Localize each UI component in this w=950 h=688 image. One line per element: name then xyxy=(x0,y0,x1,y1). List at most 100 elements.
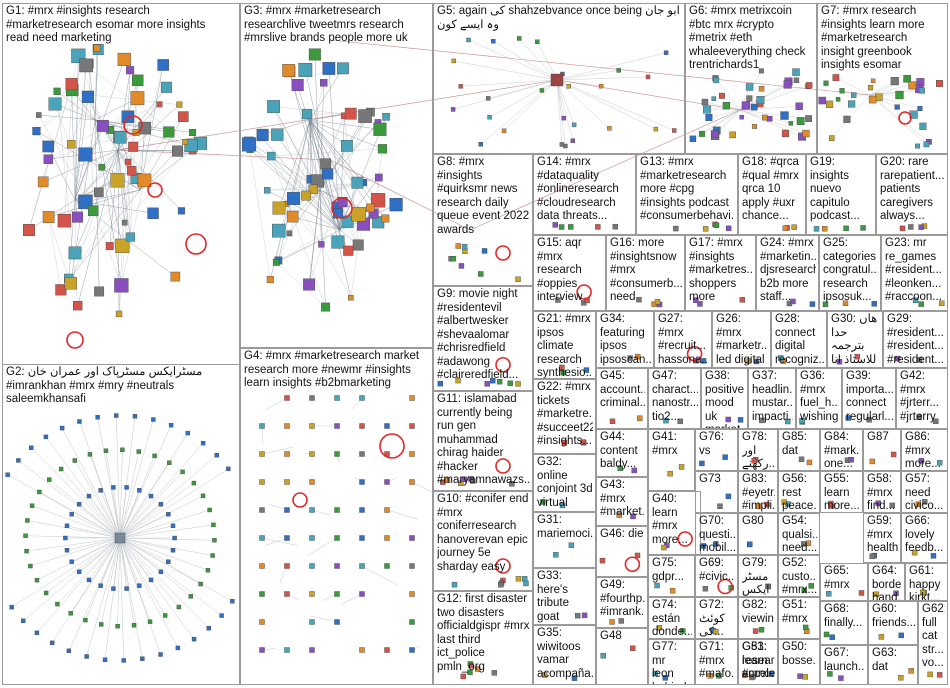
graph-node xyxy=(136,449,141,454)
self-loop xyxy=(686,345,703,362)
graph-node xyxy=(284,451,290,457)
group-label-g16: G16: more #insightsnow #mrx #consumerb..… xyxy=(610,237,682,303)
graph-edge xyxy=(386,509,419,520)
group-box-g4: G4: #mrx #marketresearch market research… xyxy=(240,348,433,685)
graph-edge xyxy=(556,79,566,147)
graph-node xyxy=(57,213,72,228)
self-loop xyxy=(379,433,405,459)
self-loop xyxy=(185,233,207,255)
graph-node xyxy=(617,465,623,471)
graph-edge xyxy=(319,82,324,191)
graph-node xyxy=(131,623,137,628)
graph-node xyxy=(409,451,415,457)
group-label-g41: G41: #mrx xyxy=(652,431,678,457)
graph-edge xyxy=(113,487,121,539)
group-label-g1: G1: #mrx #insights research #marketresea… xyxy=(6,5,206,44)
graph-node xyxy=(272,201,286,215)
graph-node xyxy=(284,647,290,653)
graph-edge xyxy=(267,190,341,231)
graph-node xyxy=(259,535,265,541)
graph-edge xyxy=(57,537,121,605)
graph-node xyxy=(175,645,181,651)
graph-node xyxy=(64,523,70,529)
graph-node xyxy=(933,418,939,424)
graph-edge xyxy=(119,537,215,541)
group-label-g64: G64: borde... hand... xyxy=(872,565,902,601)
graph-edge xyxy=(309,615,338,623)
graph-node xyxy=(43,590,49,596)
group-label-g25: G25: categories congratul... research ip… xyxy=(823,237,878,303)
graph-node xyxy=(284,395,290,401)
group-label-g40: G40: learn #mrx more... xyxy=(652,493,688,546)
graph-node xyxy=(455,243,461,249)
graph-node xyxy=(83,617,88,623)
graph-node xyxy=(259,563,265,569)
group-box-g82: G82: viewin... xyxy=(738,597,778,639)
graph-edge xyxy=(119,416,136,539)
graph-node xyxy=(920,589,926,596)
graph-node xyxy=(806,459,813,466)
graph-node xyxy=(570,138,576,143)
group-box-g15: G15: aqr #mrx research #oppies interview xyxy=(533,235,606,311)
group-label-g62: G62: full cat str... vo... xyxy=(922,603,945,669)
group-box-g31: G31: mariemoci... xyxy=(533,512,596,568)
graph-edge xyxy=(119,537,143,659)
graph-node xyxy=(487,115,492,120)
graph-node xyxy=(600,652,606,659)
graph-node xyxy=(860,225,866,231)
graph-node xyxy=(667,470,673,477)
group-box-g81: G81: resear... #mrx... xyxy=(738,639,778,685)
graph-node xyxy=(788,121,794,126)
graph-node xyxy=(823,80,829,86)
graph-node xyxy=(663,50,669,55)
graph-node xyxy=(126,66,135,75)
graph-node xyxy=(147,207,159,219)
graph-self-loops xyxy=(66,111,912,595)
graph-node xyxy=(24,548,29,554)
graph-node xyxy=(713,541,719,547)
graph-node xyxy=(16,458,21,463)
graph-node xyxy=(739,115,744,120)
graph-node xyxy=(875,500,881,506)
graph-node xyxy=(359,647,365,653)
graph-edge xyxy=(119,455,155,539)
group-box-g18: G18: #qrca #qual #mrx qrca 10 apply #uxr… xyxy=(738,154,806,235)
graph-edge xyxy=(271,155,326,308)
graph-node xyxy=(630,513,636,520)
graph-node xyxy=(813,226,820,232)
group-label-g3: G3: #mrx #marketresearch researchlive tw… xyxy=(244,5,408,44)
graph-node xyxy=(303,278,316,291)
graph-edge xyxy=(94,47,98,121)
graph-node xyxy=(839,88,845,94)
graph-node xyxy=(680,628,686,634)
graph-node xyxy=(287,191,300,205)
graph-node xyxy=(575,612,581,619)
graph-node xyxy=(739,297,746,303)
group-label-g26: G26: #mrx #marketr... led digital ebook.… xyxy=(716,313,768,366)
graph-node xyxy=(822,301,829,308)
graph-node xyxy=(298,63,313,77)
graph-node xyxy=(322,168,334,180)
graph-edge xyxy=(79,421,121,539)
graph-edge xyxy=(119,525,174,539)
graph-edge xyxy=(119,495,204,539)
graph-node xyxy=(309,619,315,625)
graph-node xyxy=(226,466,231,472)
graph-node xyxy=(485,96,491,101)
graph-edge xyxy=(556,79,563,145)
graph-node xyxy=(409,619,415,625)
graph-edge xyxy=(119,537,124,661)
graph-node xyxy=(69,559,74,564)
graph-node xyxy=(309,423,315,429)
group-label-g27: G27: #mrx #recruit... hassona... thank..… xyxy=(658,313,709,366)
graph-node xyxy=(198,581,203,587)
group-box-g37: G37: headlin... mustar... impacti... xyxy=(748,368,796,429)
group-label-g8: G8: #mrx #insights #quirksmr news resear… xyxy=(437,156,530,236)
graph-edge xyxy=(556,79,574,141)
graph-edge xyxy=(307,537,338,556)
graph-node xyxy=(284,591,290,597)
graph-node xyxy=(158,652,163,657)
graph-node xyxy=(918,87,925,94)
graph-node xyxy=(805,115,812,123)
graph-node xyxy=(761,114,768,121)
